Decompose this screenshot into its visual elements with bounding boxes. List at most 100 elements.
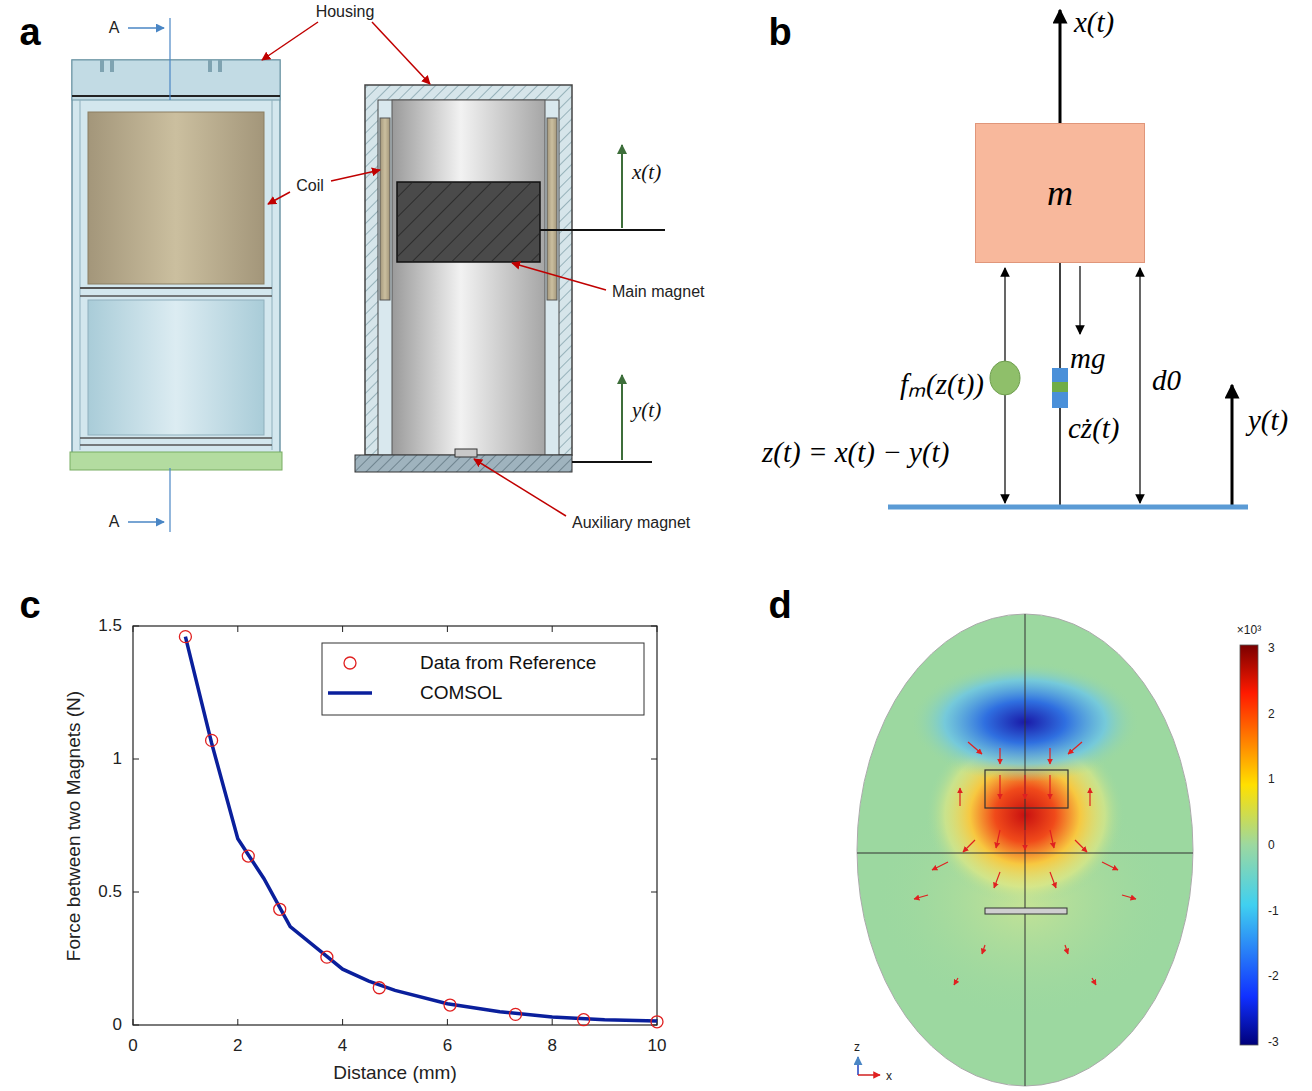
housing-side-view [110,60,114,72]
mechanical-model [888,10,1248,507]
axis-triad [858,1057,880,1075]
housing-cross-section [547,118,557,300]
equation-label: z(t) = x(t) − y(t) [762,436,949,469]
housing-side-view [100,60,104,72]
axis-title: Force between two Magnets (N) [63,691,85,961]
axis-triad-label: x [886,1069,892,1083]
chart-axes [552,626,553,632]
colorbar-tick: 3 [1268,641,1275,655]
displacement-arrows [572,461,652,463]
field-plot-outline [857,853,1193,854]
part-label: Housing [316,3,375,21]
housing-side-view [70,452,282,470]
colorbar-tick: 2 [1268,707,1275,721]
section-marker: A [109,513,120,531]
legend-sample [328,657,372,693]
field-arrow [1092,978,1096,985]
chart-axes [447,626,448,632]
chart-axes [651,759,657,760]
leader-arrow [474,459,566,516]
housing-side-view [72,60,280,455]
reference-marker [651,1016,663,1028]
field-arrow [954,978,958,985]
axis-tick: 0.5 [98,882,122,902]
comsol-curve [185,637,657,1021]
chart-axes [133,759,139,760]
reference-marker [179,631,191,643]
displacement-arrows [540,145,665,462]
axis-tick: 2 [233,1036,242,1056]
main-magnet [397,182,540,262]
reference-marker [373,982,385,994]
field-arrow [1065,945,1068,954]
housing-side-view [272,100,273,450]
housing-side-view [72,60,280,100]
mechanical-model [1231,385,1234,507]
field-arrow [999,748,1000,764]
field-arrow [1049,748,1050,764]
housing-cross-section [355,85,572,472]
field-arrow [996,830,1000,848]
chart-axes [133,626,657,1025]
housing-side-view [70,60,282,470]
field-arrow [963,840,975,852]
displacement-label: y(t) [632,398,661,423]
field-arrow [1122,895,1136,899]
reference-marker [242,850,254,862]
chart-axes [133,1019,134,1025]
leader-arrow [262,22,318,60]
axis-tick: 10 [648,1036,667,1056]
field-arrow [1050,872,1056,888]
reference-marker [578,1014,590,1026]
housing-side-view [80,100,81,450]
field-arrow [1024,775,1025,799]
leader-arrow [512,263,606,290]
housing-side-view [72,95,280,97]
field-plot-outline [985,770,1068,808]
colorbar-tick: -1 [1268,904,1279,918]
displacement-arrows [621,145,623,228]
field-arrow [914,742,1136,985]
panel-letter: a [19,11,40,54]
legend-sample [344,657,356,669]
reference-marker [321,951,333,963]
panel-letter: b [768,11,791,54]
colorbar-tick: -2 [1268,969,1279,983]
axis-tick: 0 [128,1036,137,1056]
mass-block: m [975,123,1145,263]
reference-marker [206,734,218,746]
housing-side-view [80,437,272,439]
axis-tick: 1.5 [98,616,122,636]
housing-side-view [88,300,264,435]
gap-label: d0 [1152,364,1181,397]
displacement-label: y(t) [1248,404,1288,437]
axis-tick: 0 [113,1015,122,1035]
section-line [128,521,164,523]
main-magnet [397,182,540,262]
section-line [128,27,164,29]
reference-marker [510,1008,522,1020]
colorbar-tick: -3 [1268,1035,1279,1049]
field-plot-outline [857,614,1193,1086]
displacement-label: x(t) [1074,6,1114,39]
housing-side-view [88,112,264,284]
leader-arrow [268,192,290,204]
housing-side-view [208,60,212,72]
field-arrow [1049,775,1050,799]
part-label: Coil [296,177,324,195]
field-arrow [1024,830,1025,850]
field-arrow [999,775,1000,799]
damper-symbol [1052,368,1068,408]
chart-axes [651,626,657,627]
reference-marker [444,999,456,1011]
chart-axes [342,626,343,632]
damper-symbol [1052,382,1068,392]
part-label: Main magnet [612,283,705,301]
housing-cross-section [378,100,559,455]
leader-arrow [262,22,606,516]
colorbar [1240,645,1258,1045]
housing-side-view [80,295,272,297]
housing-side-view [80,287,272,289]
chart-axes [237,1019,238,1025]
